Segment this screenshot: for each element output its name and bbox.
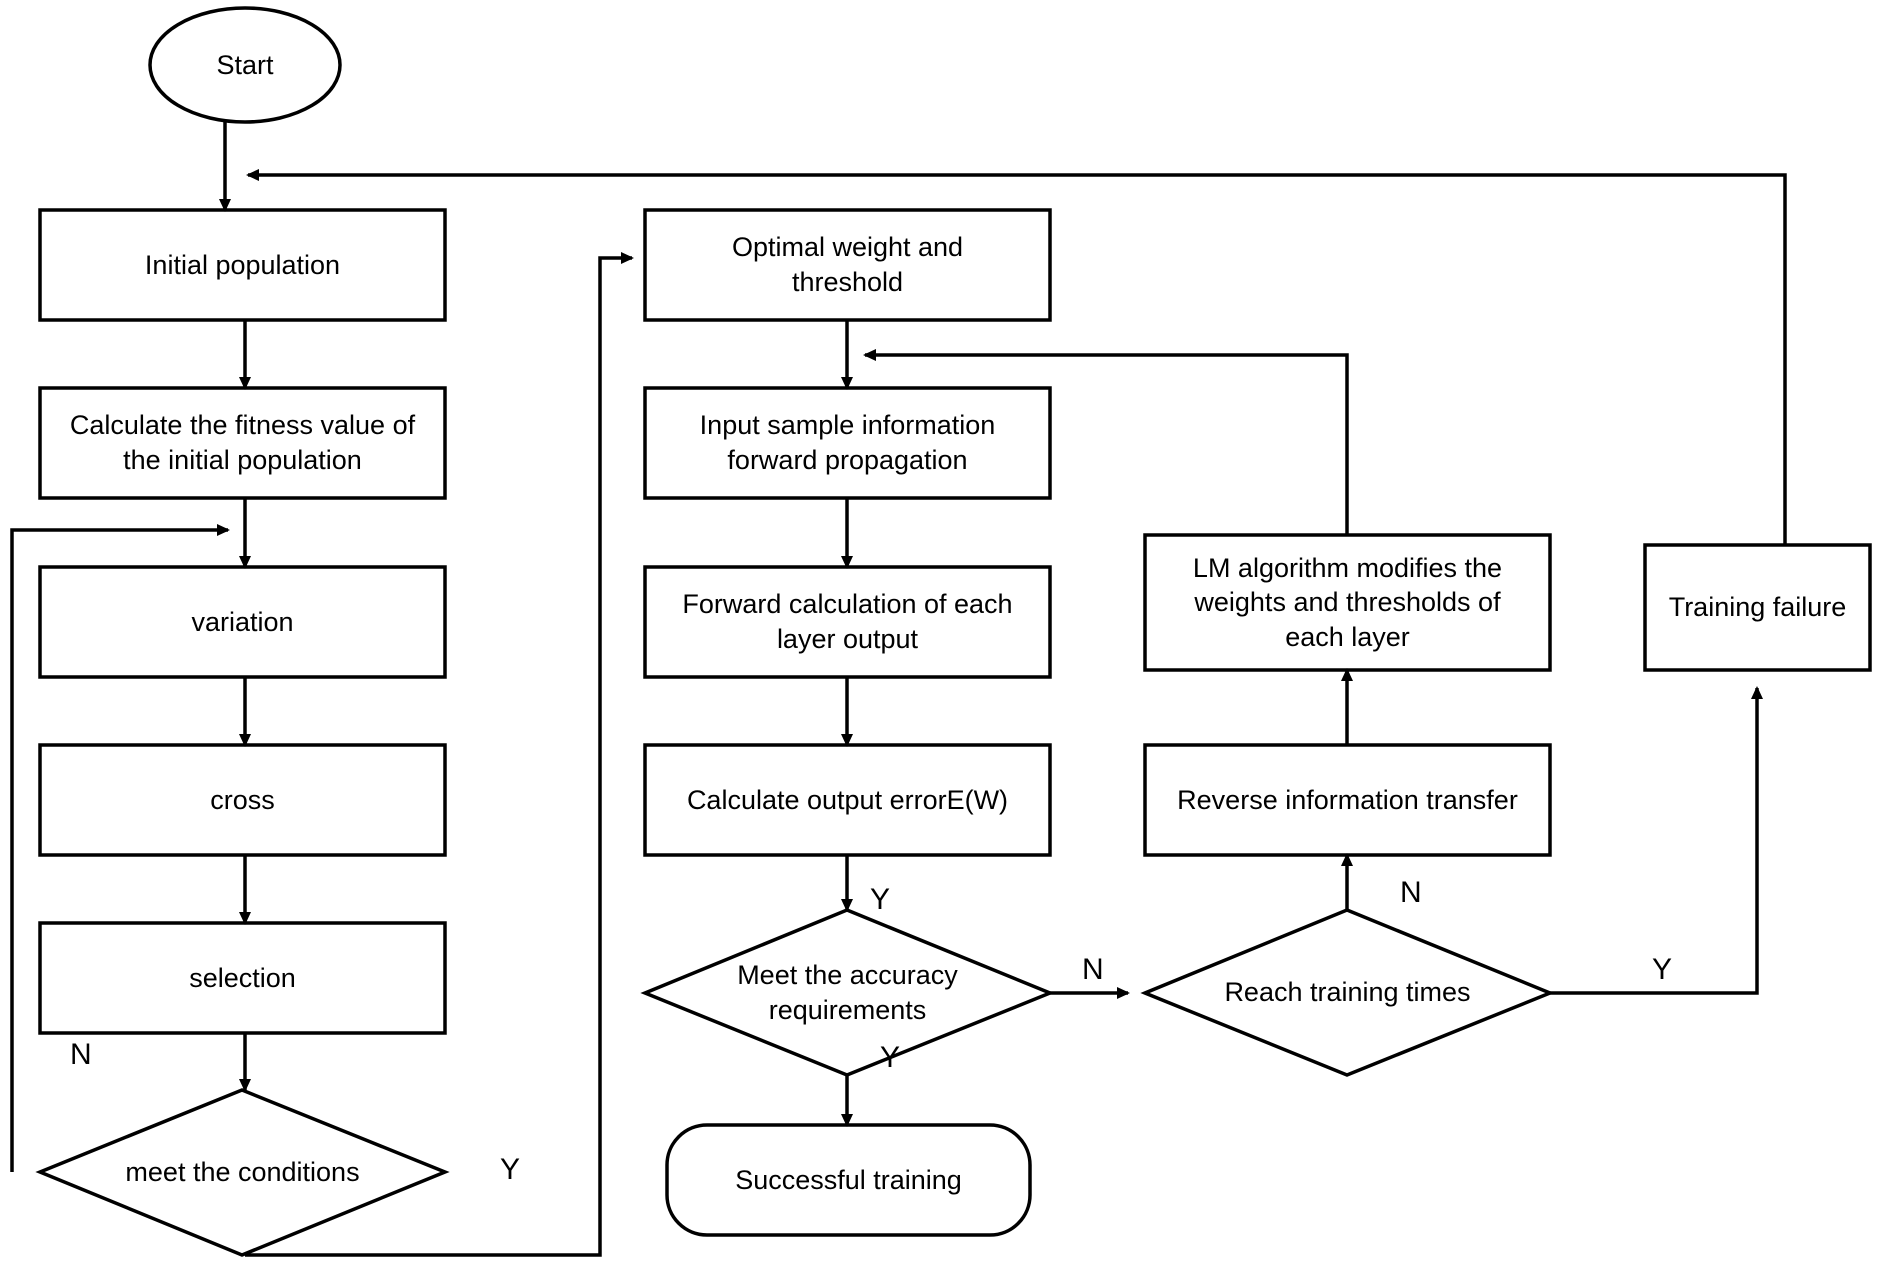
- node-reach-training-times-shape: [1140, 908, 1555, 1077]
- edge-label-n-accuracy: N: [1082, 953, 1104, 986]
- node-input-sample-shape: [643, 386, 1052, 500]
- node-meet-the-conditions-shape: [35, 1088, 450, 1257]
- edge-failure-return: [246, 169, 1787, 545]
- node-cross-shape: [38, 743, 447, 857]
- node-calculate-output-error-shape: [643, 743, 1052, 857]
- edge-label-n-reach: N: [1400, 876, 1422, 909]
- edge-label-y-error: Y: [870, 883, 891, 916]
- node-calculate-fitness-shape: [38, 386, 447, 500]
- edge-label-n-conditions: N: [70, 1038, 92, 1071]
- node-reverse-information-shape: [1143, 743, 1552, 857]
- node-selection-shape: [38, 921, 447, 1035]
- node-initial-population-shape: [38, 208, 447, 322]
- node-optimal-weight-shape: [643, 208, 1052, 322]
- edge-conditions-no-loop: [10, 524, 230, 1172]
- node-training-failure-shape: [1643, 543, 1872, 672]
- edge-lm-to-input: [863, 349, 1349, 535]
- node-successful-training-shape: [665, 1123, 1032, 1237]
- edge-label-y-conditions: Y: [500, 1153, 521, 1186]
- connectors: [10, 122, 1787, 1257]
- node-start-shape: [148, 6, 342, 124]
- node-forward-calculation-shape: [643, 565, 1052, 679]
- node-shapes: [35, 6, 1872, 1257]
- edge-label-y-reach: Y: [1652, 953, 1673, 986]
- edge-conditions-yes: [245, 252, 634, 1257]
- edge-reach-yes-failure: [1550, 686, 1763, 995]
- node-meet-accuracy-shape: [640, 908, 1055, 1077]
- node-lm-algorithm-shape: [1143, 533, 1552, 672]
- node-variation-shape: [38, 565, 447, 679]
- edge-label-y-accuracy: Y: [880, 1041, 901, 1074]
